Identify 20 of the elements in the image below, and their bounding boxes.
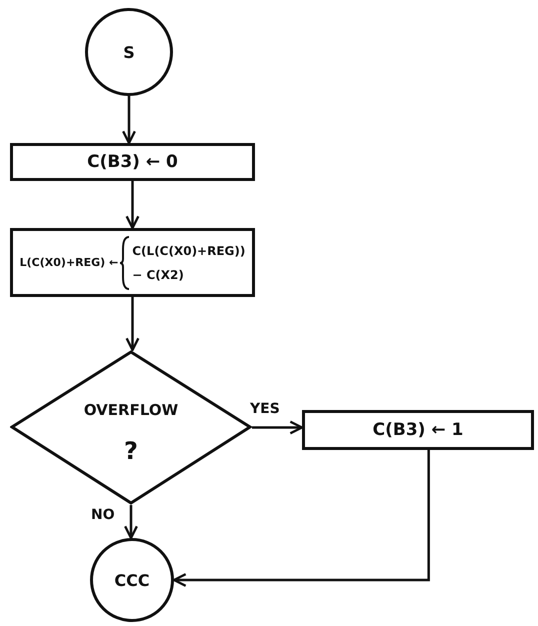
formula-line: − C(X2)	[132, 268, 185, 282]
process-box	[10, 143, 255, 181]
node-text: S	[123, 42, 135, 62]
formula-line: C(L(C(X0)+REG))	[132, 244, 246, 258]
node-text: CCC	[114, 570, 150, 590]
node-text: C(B3) ← 0	[87, 152, 178, 172]
decision-text: OVERFLOW	[84, 400, 178, 418]
arrow	[124, 505, 138, 540]
process-box	[10, 228, 255, 297]
arrow	[126, 297, 140, 352]
assignment-target: L(C(X0)+REG) ←	[20, 256, 118, 269]
process-box	[302, 410, 534, 450]
arrow	[252, 420, 304, 434]
edge-label: YES	[248, 400, 282, 416]
arrow	[122, 96, 136, 144]
arrow	[126, 181, 140, 230]
question-mark: ?	[124, 436, 138, 464]
arrow	[172, 450, 430, 587]
decision-diamond	[10, 350, 252, 505]
node-text: C(B3) ← 1	[372, 420, 464, 440]
